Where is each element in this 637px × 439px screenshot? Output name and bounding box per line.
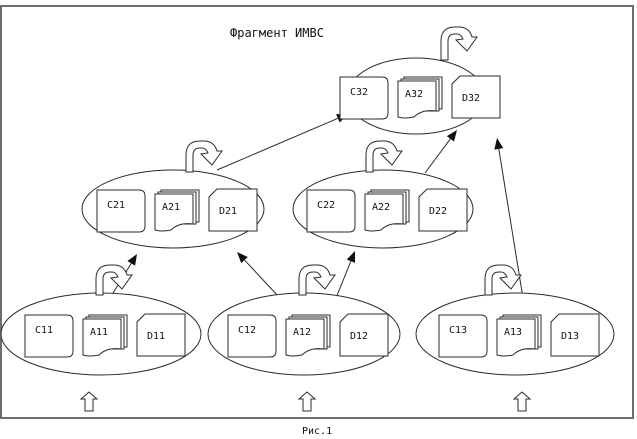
a-block-shape: [154, 193, 194, 232]
a-block-label: A13: [504, 327, 522, 338]
figure-caption: Рис.1: [302, 426, 332, 437]
a-block-label: A21: [162, 202, 180, 213]
a-block-shape: [285, 318, 325, 357]
a-block-shape: [364, 193, 404, 232]
arrowhead-icon: [237, 252, 248, 264]
input-arrow-up-icon-n13: [512, 391, 532, 412]
d-block-label: D22: [429, 206, 447, 217]
edge-line: [216, 117, 339, 171]
module-node-n11: C11 A11 D11: [0, 264, 202, 376]
self-loop-arrow-icon: [185, 140, 223, 173]
module-node-n22: C22 A22 D22: [292, 140, 474, 249]
d-block-label: D21: [219, 206, 237, 217]
edge-n13-to-n32: [494, 138, 524, 299]
a-block-label: A32: [405, 89, 423, 100]
c-block-shape: [306, 189, 356, 233]
d-block: D11: [136, 313, 186, 357]
module-node-n13: C13 A13 D13: [415, 264, 615, 376]
d-block-label: D11: [147, 331, 165, 342]
d-block: D21: [208, 188, 258, 232]
input-arrow-up-icon-n12: [297, 391, 317, 412]
d-block-shape: [451, 75, 501, 119]
d-block-shape: [418, 188, 468, 232]
edge-n22-to-n32: [424, 130, 457, 174]
arrowhead-icon: [346, 251, 356, 263]
module-node-n32: C32 A32 D32: [339, 26, 501, 135]
d-block: D12: [339, 313, 389, 357]
d-block-label: D32: [462, 93, 480, 104]
c-block: C21: [96, 189, 146, 233]
d-block-shape: [550, 313, 600, 357]
self-loop-arrow-icon: [298, 264, 336, 296]
arrowhead-icon: [494, 138, 504, 150]
edge-line: [498, 148, 524, 299]
c-block-label: C12: [238, 325, 256, 336]
c-block-shape: [227, 314, 277, 358]
edge-line: [424, 138, 451, 174]
c-block-label: C21: [107, 200, 125, 211]
a-block: A12: [285, 314, 331, 357]
module-node-n12: C12 A12 D12: [207, 264, 401, 376]
self-loop-arrow-icon: [440, 26, 478, 61]
c-block: C22: [306, 189, 356, 233]
d-block-label: D12: [350, 331, 368, 342]
a-block: A22: [364, 189, 410, 232]
c-block-label: C32: [350, 87, 368, 98]
input-arrow-up-icon-n11: [79, 391, 99, 412]
d-block: D32: [451, 75, 501, 119]
self-loop-arrow-icon: [365, 140, 403, 173]
a-block: A13: [496, 314, 542, 357]
edges-layer: [109, 114, 524, 299]
c-block-label: C11: [35, 325, 53, 336]
c-block: C32: [339, 76, 389, 120]
edge-line: [244, 259, 280, 298]
a-block: A32: [397, 76, 443, 119]
c-block-shape: [24, 314, 74, 358]
a-block-label: A11: [90, 327, 108, 338]
d-block-shape: [339, 313, 389, 357]
c-block: C13: [438, 314, 488, 358]
arrowhead-icon: [446, 130, 457, 142]
c-block-shape: [438, 314, 488, 358]
diagram-title: Фрагмент ИМВС: [230, 26, 324, 40]
c-block-label: C13: [449, 325, 467, 336]
a-block: A21: [154, 189, 200, 232]
a-block-label: A12: [293, 327, 311, 338]
d-block: D22: [418, 188, 468, 232]
edge-n12-to-n22: [335, 251, 356, 299]
d-block-shape: [136, 313, 186, 357]
c-block-shape: [96, 189, 146, 233]
d-block: D13: [550, 313, 600, 357]
edge-line: [335, 261, 352, 299]
a-block-shape: [397, 80, 437, 119]
d-block-label: D13: [561, 331, 579, 342]
c-block: C12: [227, 314, 277, 358]
a-block-label: A22: [372, 202, 390, 213]
module-node-n21: C21 A21 D21: [81, 140, 265, 249]
a-block-shape: [82, 318, 122, 357]
self-loop-arrow-icon: [95, 264, 133, 296]
a-block-shape: [496, 318, 536, 357]
arrowhead-icon: [127, 254, 137, 266]
inputs-layer: [79, 391, 532, 412]
c-block-shape: [339, 76, 389, 120]
c-block: C11: [24, 314, 74, 358]
c-block-label: C22: [317, 200, 335, 211]
edge-n12-to-n21: [237, 252, 280, 298]
a-block: A11: [82, 314, 128, 357]
d-block-shape: [208, 188, 258, 232]
self-loop-arrow-icon: [484, 264, 522, 296]
